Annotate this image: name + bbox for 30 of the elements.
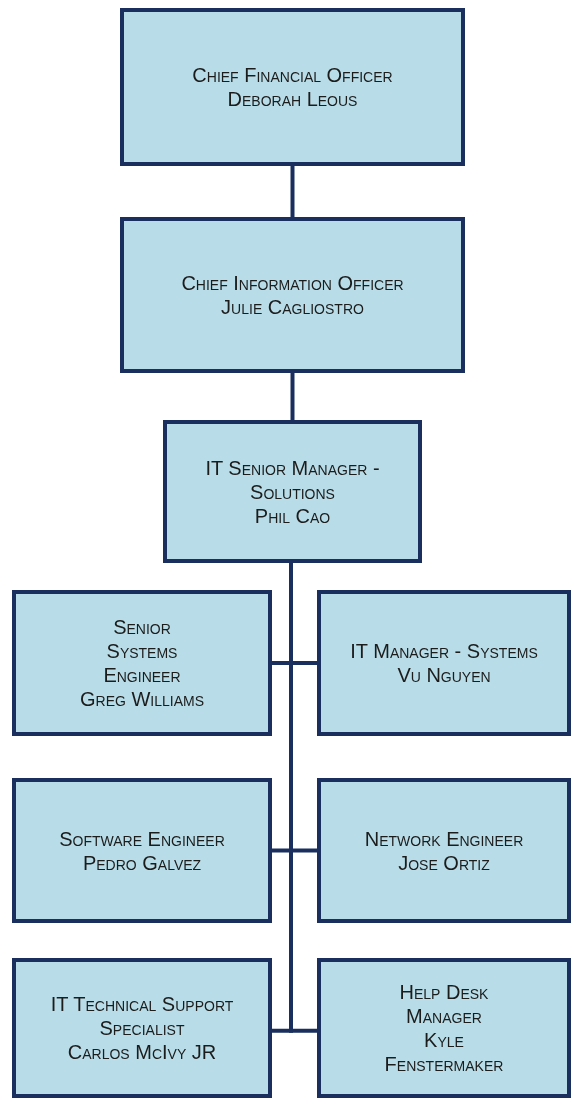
- position-box: [317, 778, 571, 923]
- connector-line: [290, 166, 295, 217]
- job-title: Chief Financial Officer: [192, 63, 393, 87]
- person-name: Pedro Galvez: [82, 850, 202, 875]
- position-box: [317, 590, 571, 736]
- job-title: IT Manager - Systems: [350, 639, 538, 663]
- person-name: Kyle Fenstermaker: [383, 1028, 505, 1076]
- position-box: [163, 420, 422, 563]
- position-box: [120, 217, 465, 373]
- person-name: Phil Cao: [254, 503, 331, 528]
- connector-line: [290, 373, 295, 420]
- job-title: IT Senior Manager - Solutions: [204, 455, 381, 504]
- job-title: Software Engineer: [59, 826, 225, 851]
- position-box: [317, 958, 571, 1098]
- person-name: Vu Nguyen: [397, 663, 491, 687]
- connector-line: [289, 563, 317, 1033]
- person-name: Deborah Leous: [227, 87, 358, 111]
- job-title: IT Technical Support Specialist: [49, 992, 235, 1040]
- position-box: [12, 590, 272, 736]
- job-title: Help Desk Manager: [398, 980, 490, 1028]
- person-name: Jose Ortiz: [398, 850, 490, 875]
- position-box: [120, 8, 465, 166]
- job-title: Senior Systems Engineer: [102, 615, 182, 687]
- person-name: Carlos McIvy JR: [67, 1040, 217, 1064]
- job-title: Chief Information Officer: [181, 271, 404, 295]
- person-name: Greg Williams: [80, 687, 204, 711]
- person-name: Julie Cagliostro: [221, 295, 364, 319]
- position-box: [12, 958, 272, 1098]
- job-title: Network Engineer: [364, 826, 524, 851]
- position-box: [12, 778, 272, 923]
